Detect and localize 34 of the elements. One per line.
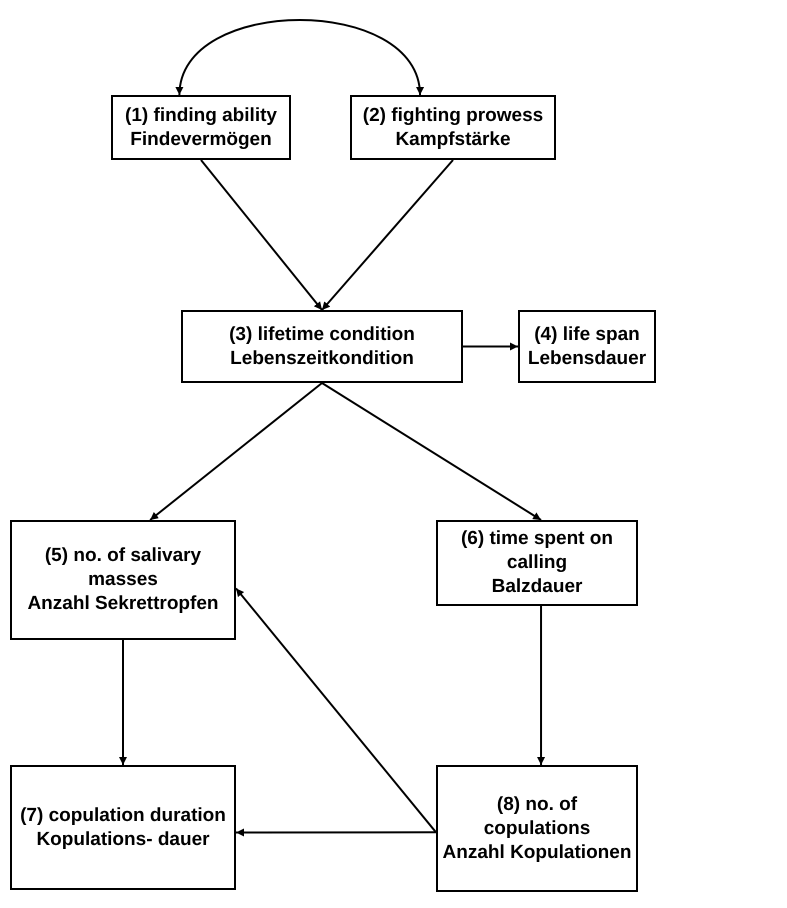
process-box	[518, 310, 656, 383]
process-box	[111, 95, 291, 160]
node-title: (8) no. of copulations	[482, 792, 592, 840]
node-subtitle: Lebensdauer	[528, 346, 646, 370]
node-title: (4) life span	[534, 322, 640, 346]
arrow	[177, 19, 422, 96]
node-subtitle: Anzahl Kopulationen	[442, 840, 632, 864]
node-subtitle: Kopulations- dauer	[36, 828, 210, 852]
process-box	[436, 520, 638, 606]
node-title: (1) finding ability	[125, 104, 277, 128]
process-box	[10, 520, 236, 640]
process-box	[436, 765, 638, 892]
node-subtitle: Kampfstärke	[395, 128, 511, 152]
node-title: (2) fighting prowess	[362, 104, 544, 128]
node-subtitle: Findevermögen	[130, 128, 272, 152]
arrow	[200, 159, 323, 311]
arrow	[235, 588, 437, 833]
arrow	[236, 828, 436, 836]
node-title: (7) copulation duration	[20, 804, 226, 828]
node-title: (5) no. of salivary masses	[44, 544, 202, 592]
process-box	[10, 765, 236, 890]
arrow	[321, 159, 454, 311]
arrow	[463, 342, 518, 350]
arrow	[537, 606, 546, 765]
node-subtitle: Anzahl Sekrettropfen	[27, 592, 219, 616]
process-box	[181, 310, 463, 383]
arrow	[150, 382, 323, 521]
process-box	[350, 95, 556, 160]
arrow	[119, 640, 127, 765]
node-subtitle: Balzdauer	[492, 575, 582, 599]
arrow	[321, 382, 542, 521]
node-title: (3) lifetime condition	[229, 322, 415, 346]
node-subtitle: Lebenszeitkondition	[230, 346, 414, 370]
node-title: (6) time spent on calling	[460, 527, 614, 575]
